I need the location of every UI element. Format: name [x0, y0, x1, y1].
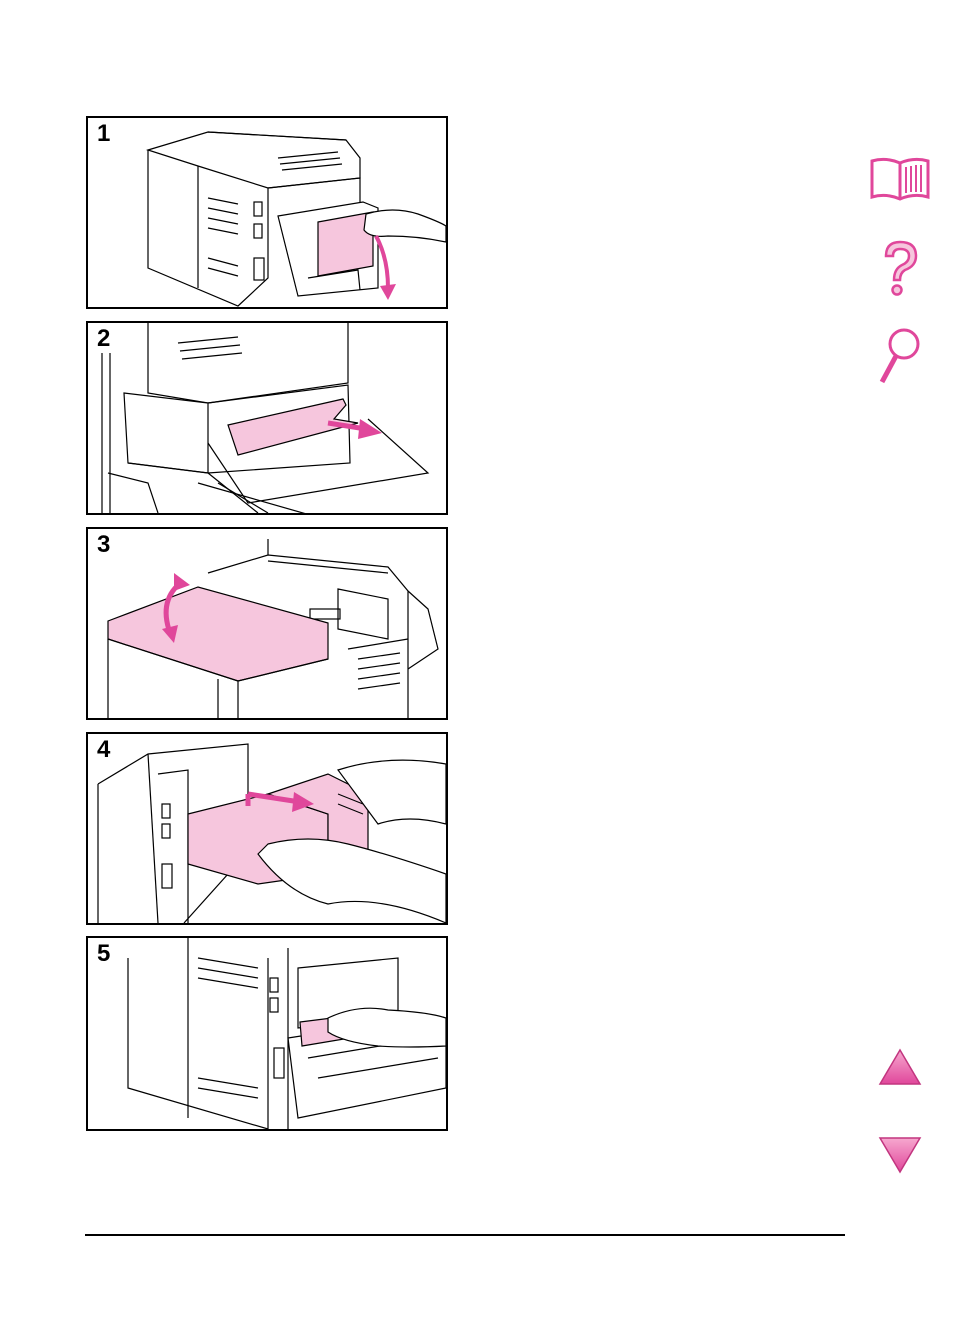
step-2-number: 2: [97, 325, 110, 353]
step-1-number: 1: [97, 120, 110, 148]
step-1-illustration: [88, 118, 446, 307]
previous-page-icon[interactable]: [878, 1048, 922, 1086]
book-icon[interactable]: [868, 155, 932, 201]
next-page-icon[interactable]: [878, 1136, 922, 1174]
step-4-illustration: [88, 734, 446, 923]
step-2-panel: 2: [86, 321, 448, 515]
step-5-illustration: [88, 938, 446, 1129]
help-icon[interactable]: [878, 238, 922, 298]
step-3-illustration: [88, 529, 446, 718]
search-icon[interactable]: [876, 326, 924, 386]
step-4-panel: 4: [86, 732, 448, 925]
step-3-number: 3: [97, 531, 110, 559]
step-4-number: 4: [97, 736, 110, 764]
footer-rule: [85, 1234, 845, 1236]
step-5-panel: 5: [86, 936, 448, 1131]
step-2-illustration: [88, 323, 446, 513]
step-1-panel: 1: [86, 116, 448, 309]
step-3-panel: 3: [86, 527, 448, 720]
step-5-number: 5: [97, 940, 110, 968]
